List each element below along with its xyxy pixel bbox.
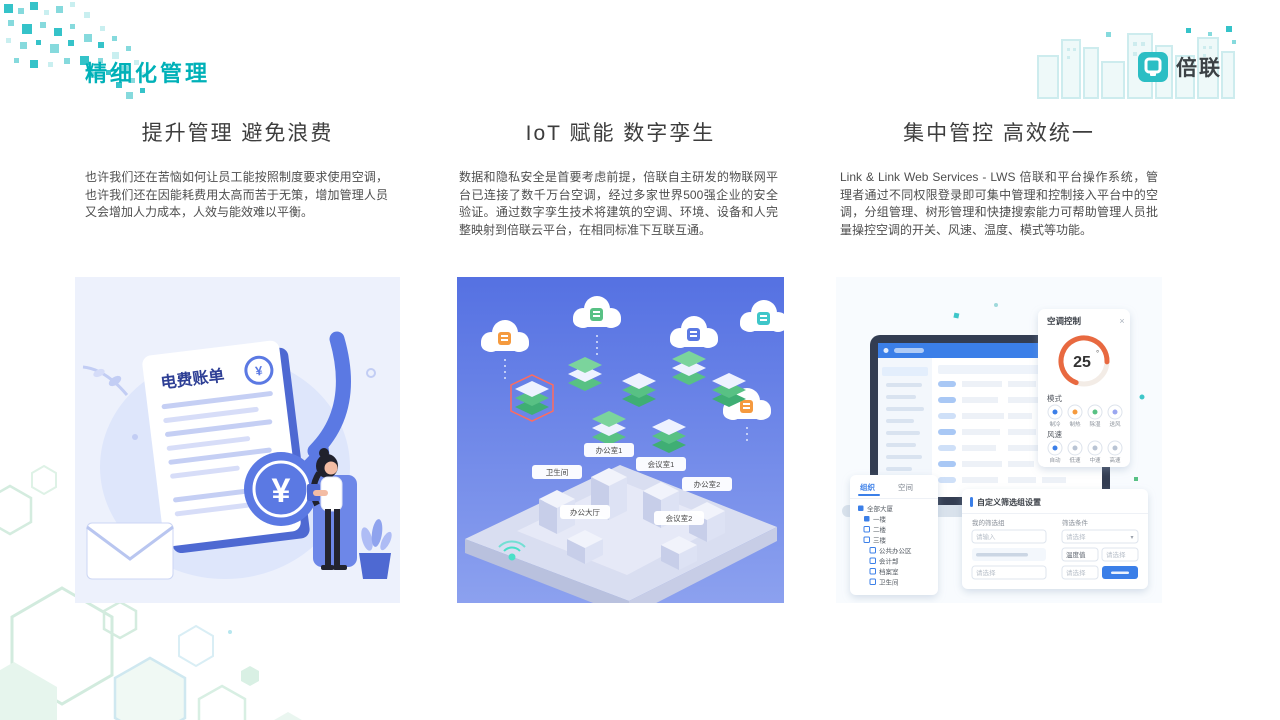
fan-speed-label: 风速 bbox=[1047, 430, 1063, 439]
room-tag: 会议室2 bbox=[666, 513, 693, 523]
beilian-logo-text: 倍联 bbox=[1176, 57, 1222, 80]
filter-settings-panel: 自定义筛选组设置 我的筛选组 请输入 请选择 筛选条件 请选择 ▾ 温度值 bbox=[962, 489, 1148, 589]
pixel-squares bbox=[4, 2, 148, 99]
connector-lines bbox=[504, 335, 748, 445]
filter-group-label: 我的筛选组 bbox=[972, 518, 1005, 527]
person-figure bbox=[307, 448, 357, 570]
degree-symbol: ° bbox=[1096, 349, 1099, 358]
leaf-decoration bbox=[82, 365, 376, 440]
tab-organization[interactable]: 组织 bbox=[860, 482, 875, 492]
pixel-pattern-decoration bbox=[4, 2, 148, 99]
fan-option-label: 高速 bbox=[1109, 456, 1121, 464]
extra-select-placeholder: 请选择 bbox=[1066, 568, 1086, 577]
brand-area: 倍联 bbox=[1036, 26, 1238, 100]
column-iot: IoT 赋能 数字孪生 数据和隐私安全是首要考虑前提，倍联自主研发的物联网平台已… bbox=[457, 0, 784, 720]
electric-bill-illustration: 电费账单 ¥ ¥ bbox=[75, 277, 400, 603]
tree-items[interactable]: 全部大厦 一楼 二楼 三楼 公共办公区 会计部 档案室 卫生间 bbox=[858, 504, 912, 587]
mode-label: 模式 bbox=[1047, 393, 1063, 403]
column1-body: 也许我们还在苦恼如何让员工能按照制度要求使用空调，也许我们还在因能耗费用太高而苦… bbox=[85, 170, 388, 219]
filter-group-placeholder: 请输入 bbox=[976, 532, 996, 541]
value-select[interactable] bbox=[1101, 547, 1139, 562]
extra-select[interactable] bbox=[1061, 565, 1099, 580]
mode-option-label: 送风 bbox=[1109, 420, 1121, 428]
tree-item: 一楼 bbox=[873, 515, 887, 524]
chevron-down-icon: ▾ bbox=[1130, 535, 1133, 541]
tree-item: 二楼 bbox=[873, 525, 887, 534]
building bbox=[567, 530, 603, 564]
column1-heading: 提升管理 避免浪费 bbox=[141, 122, 334, 145]
fan-option-label: 中速 bbox=[1089, 456, 1101, 464]
room-tags: 卫生间 办公室1 会议室1 办公室2 办公大厅 会议室2 bbox=[532, 443, 732, 525]
column2-heading: IoT 赋能 数字孪生 bbox=[525, 122, 716, 145]
room-tag: 卫生间 bbox=[546, 467, 569, 477]
skyline-pixels bbox=[1106, 26, 1236, 44]
tree-item: 卫生间 bbox=[879, 578, 899, 587]
tree-item: 全部大厦 bbox=[867, 504, 894, 513]
tree-item: 公共办公区 bbox=[879, 546, 912, 555]
bill-yuan-badge bbox=[244, 355, 274, 385]
cloud-icons bbox=[481, 296, 784, 420]
yuan-coin-icon: ¥ bbox=[244, 452, 318, 526]
console-illustration-svg: 空调控制 × 25 ° 模式 制冷 制热 除 bbox=[836, 277, 1162, 603]
hexagons bbox=[0, 464, 302, 720]
management-console-illustration: 空调控制 × 25 ° 模式 制冷 制热 除 bbox=[836, 277, 1162, 603]
building bbox=[661, 536, 697, 570]
value-select-placeholder: 请选择 bbox=[1106, 550, 1126, 559]
fan-option-label: 自动 bbox=[1049, 456, 1061, 464]
digital-twin-illustration: 卫生间 办公室1 会议室1 办公室2 办公大厅 会议室2 bbox=[457, 277, 784, 603]
fan-speed-options[interactable]: 自动 低速 中速 高速 bbox=[1047, 440, 1123, 464]
close-icon[interactable]: × bbox=[1119, 316, 1124, 326]
bill-yuan-glyph: ¥ bbox=[254, 363, 264, 379]
iot-illustration-svg: 卫生间 办公室1 会议室1 办公室2 办公大厅 会议室2 bbox=[457, 277, 784, 603]
room-tag: 办公大厅 bbox=[570, 507, 600, 517]
plant-icon bbox=[359, 519, 392, 579]
mode-option-label: 制热 bbox=[1069, 420, 1081, 428]
space-tree-panel: 组织 空间 全部大厦 一楼 二楼 三楼 公共办公区 会计部 档案室 卫生间 bbox=[850, 475, 938, 595]
filter-group-select[interactable] bbox=[971, 565, 1047, 580]
envelope-icon bbox=[86, 522, 174, 580]
temperature-gauge: 25 ° bbox=[1058, 335, 1110, 387]
hexagon-pattern-decoration bbox=[0, 464, 302, 720]
beacon-icon bbox=[498, 540, 526, 561]
fan-option-label: 低速 bbox=[1069, 456, 1081, 464]
tab-space[interactable]: 空间 bbox=[898, 482, 913, 492]
building bbox=[591, 468, 627, 520]
tree-item: 三楼 bbox=[873, 536, 887, 545]
beilian-logo: 倍联 bbox=[1138, 52, 1222, 82]
condition-select-placeholder: 请选择 bbox=[1066, 532, 1086, 541]
column3-body: Link & Link Web Services - LWS 倍联和平台操作系统… bbox=[840, 170, 1158, 237]
column3-heading: 集中管控 高效统一 bbox=[903, 122, 1095, 145]
sidebar-items bbox=[882, 367, 928, 471]
temp-option-select[interactable] bbox=[1061, 547, 1099, 562]
mode-options[interactable]: 制冷 制热 除湿 送风 bbox=[1047, 404, 1123, 428]
column2-body: 数据和隐私安全是首要考虑前提，倍联自主研发的物联网平台已连接了数千万台空调，经过… bbox=[459, 170, 778, 237]
bill-lines bbox=[161, 391, 285, 517]
tree-item: 会计部 bbox=[879, 557, 899, 566]
data-stacks bbox=[510, 351, 746, 453]
column-management: 提升管理 避免浪费 也许我们还在苦恼如何让员工能按照制度要求使用空调，也许我们还… bbox=[75, 0, 400, 720]
bill-illustration-svg: 电费账单 ¥ ¥ bbox=[75, 277, 400, 603]
mode-option-label: 除湿 bbox=[1089, 420, 1101, 428]
tree-item: 档案室 bbox=[879, 567, 899, 576]
ac-control-panel: 空调控制 × 25 ° 模式 制冷 制热 除 bbox=[1038, 309, 1130, 467]
beilian-logo-icon bbox=[1138, 52, 1168, 82]
room-tag: 办公室2 bbox=[694, 479, 721, 489]
alert-outline bbox=[510, 374, 554, 422]
condition-select[interactable] bbox=[1061, 529, 1139, 544]
buildings bbox=[539, 468, 725, 570]
filter-group-select-placeholder: 请选择 bbox=[976, 568, 996, 577]
filter-panel-title: 自定义筛选组设置 bbox=[977, 497, 1041, 507]
coin-yuan-glyph: ¥ bbox=[272, 472, 291, 510]
column-central-control: 集中管控 高效统一 Link & Link Web Services - LWS… bbox=[836, 0, 1162, 720]
room-tag: 会议室1 bbox=[648, 459, 675, 469]
room-tag: 办公室1 bbox=[596, 445, 623, 455]
filter-condition-label: 筛选条件 bbox=[1062, 518, 1089, 527]
ac-panel-title: 空调控制 bbox=[1047, 316, 1082, 326]
page-title: 精细化管理 bbox=[85, 61, 211, 86]
mode-option-label: 制冷 bbox=[1049, 420, 1061, 428]
filter-group-input[interactable] bbox=[971, 529, 1047, 544]
temp-option-text: 温度值 bbox=[1066, 550, 1086, 559]
app-sidebar bbox=[878, 358, 932, 497]
temperature-value: 25 bbox=[1073, 354, 1091, 371]
